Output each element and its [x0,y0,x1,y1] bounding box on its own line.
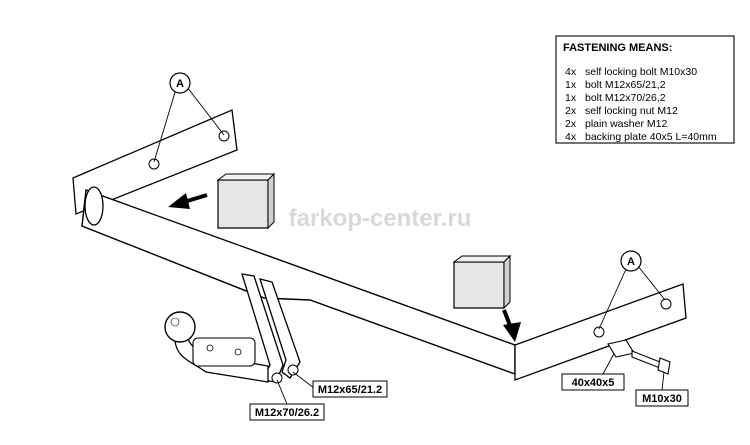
legend-item-desc: bolt M12x70/26,2 [585,92,666,104]
callout-a-right: A [627,256,635,268]
mount-bolt-label: M10x30 [642,393,682,405]
callout-a-left-circle [169,72,191,94]
backing-plate-label-box [561,373,625,391]
legend-item-qty: 2x [565,118,577,130]
right-bracket-hole-rear [660,298,672,310]
fastening-legend [555,35,735,144]
bolt-upper-label: M12x65/21.2 [318,384,382,396]
down-arrow-icon [503,322,521,342]
tow-ball [164,311,196,343]
legend-item-desc: bolt M12x65/21,2 [585,79,666,91]
crossbar-tube-end [84,186,104,226]
legend-item-desc: self locking bolt M10x30 [585,66,697,78]
socket-hole-1 [206,344,214,352]
ball-mount-arm-rear [259,278,301,379]
mount-bolt-part [631,350,661,369]
legend-item-qty: 1x [565,92,577,104]
callout-a-left: A [176,78,184,90]
arm-bolt-upper [287,364,299,376]
left-bracket-hole-front [148,158,160,170]
legend-item-qty: 1x [565,79,577,91]
left-bracket-hole-rear [218,130,230,142]
bolt-upper-label-box [312,380,388,398]
socket-plate [192,337,256,367]
backing-plate-label: 40x40x5 [572,377,615,389]
legend-item-desc: backing plate 40x5 L=40mm [585,131,717,143]
left-arrow-icon [168,193,190,209]
mount-bolt-label-box [635,389,689,407]
right-bracket-hole-front [593,326,605,338]
bolt-lower-label: M12x70/26.2 [255,407,319,419]
legend-item-qty: 4x [565,66,577,78]
legend-item-desc: plain washer M12 [585,118,667,130]
legend-item-desc: self locking nut M12 [585,105,678,117]
arm-bolt-lower [271,372,283,384]
tow-ball-highlight [170,317,180,327]
legend-item-qty: 4x [565,131,577,143]
left-bumper-block [217,179,269,229]
watermark: farkop-center.ru [289,205,472,232]
callout-a-right-circle [620,250,642,272]
right-bumper-block [453,261,505,309]
bolt-lower-label-box [249,403,325,421]
legend-item-qty: 2x [565,105,577,117]
socket-hole-2 [234,348,242,356]
legend-title: FASTENING MEANS: [563,42,672,54]
